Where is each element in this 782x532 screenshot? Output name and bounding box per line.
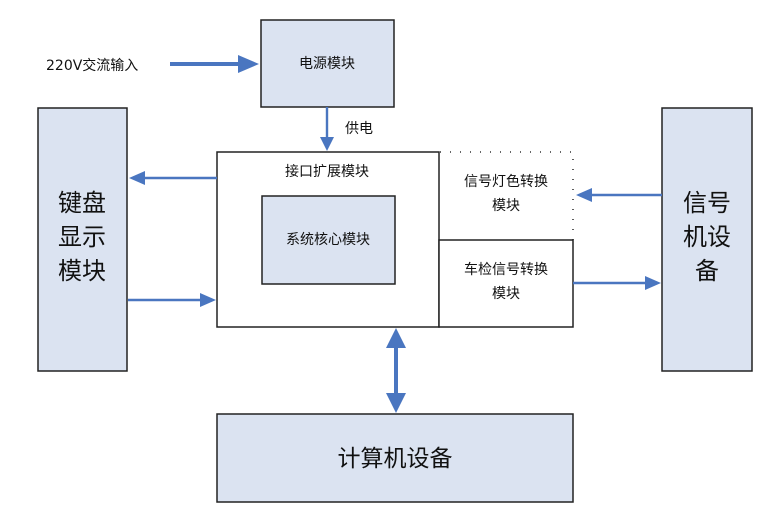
computer-link-arrow-head-up <box>386 328 406 348</box>
input-arrow-head <box>238 55 259 73</box>
power-supply-arrow-head <box>320 137 334 151</box>
signal-device-label-1: 信号 <box>683 189 731 217</box>
signal-device-label-3: 备 <box>695 257 719 285</box>
power-module-box <box>260 19 395 108</box>
keyboard-module-label-3: 模块 <box>58 257 106 285</box>
computer-link-arrow-head-down <box>386 393 406 413</box>
core-module-label: 系统核心模块 <box>286 232 370 248</box>
computer-device-label: 计算机设备 <box>338 446 453 472</box>
keyboard-module-label-1: 键盘 <box>58 189 106 217</box>
signal-light-module-label-2: 模块 <box>492 198 520 214</box>
computer-device-box <box>216 413 574 503</box>
to-keyboard-arrow-head <box>129 171 145 185</box>
keyboard-module-label-2: 显示 <box>58 223 106 251</box>
core-module-box <box>261 195 396 285</box>
interface-module-label: 接口扩展模块 <box>285 163 369 180</box>
to-signal-device-arrow-head <box>645 276 661 290</box>
car-check-module-label-2: 模块 <box>492 286 520 302</box>
signal-light-module-border <box>440 151 574 240</box>
car-check-module-box <box>438 239 574 328</box>
from-signal-device-arrow-head <box>576 188 592 202</box>
from-keyboard-arrow-head <box>200 293 216 307</box>
input-label: 220V交流输入 <box>46 57 138 74</box>
signal-device-label-2: 机设 <box>683 223 731 251</box>
power-module-label: 电源模块 <box>299 56 355 72</box>
signal-light-module-label-1: 信号灯色转换 <box>464 173 548 190</box>
keyboard-module-box <box>37 107 128 372</box>
car-check-module-label-1: 车检信号转换 <box>464 261 548 278</box>
power-supply-label: 供电 <box>345 121 373 137</box>
signal-device-box <box>661 107 753 372</box>
